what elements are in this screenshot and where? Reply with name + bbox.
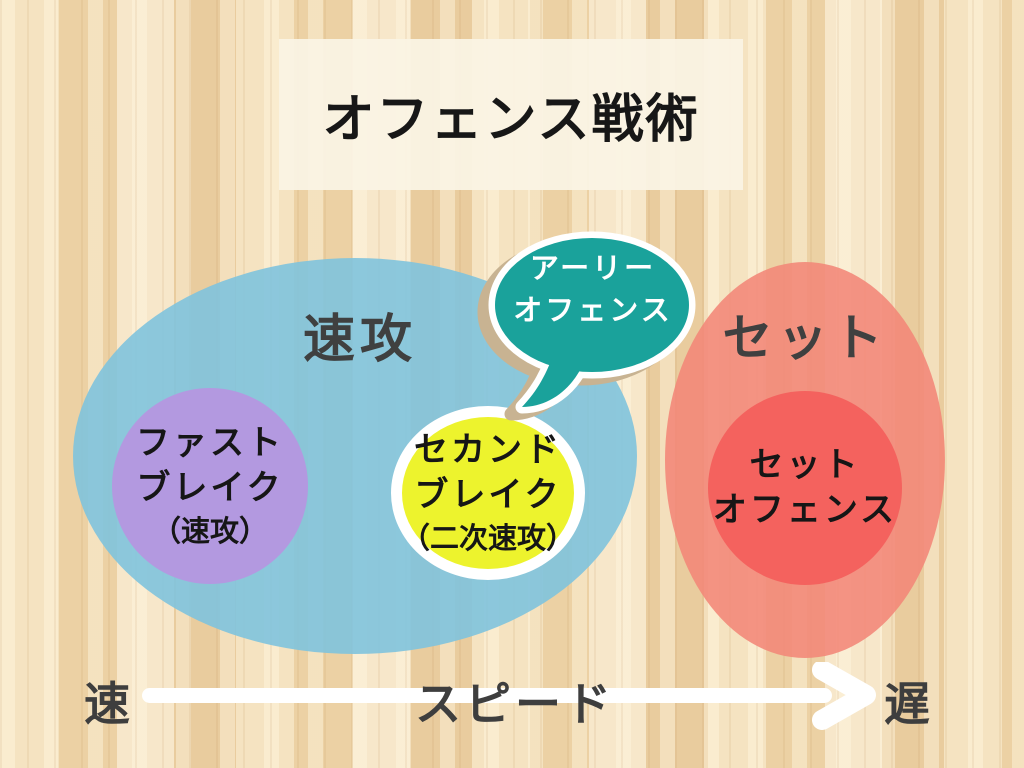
axis-speed-label: スピード bbox=[415, 677, 615, 731]
early-offense-line1: アーリー bbox=[529, 251, 657, 285]
fast-break-line3: （速攻） bbox=[151, 514, 268, 548]
second-break-circle: セカンド ブレイク （二次速攻） bbox=[391, 406, 585, 580]
title-banner: オフェンス戦術 bbox=[279, 39, 743, 190]
fast-break-line1: ファスト bbox=[136, 423, 284, 463]
second-break-line1: セカンド bbox=[414, 430, 562, 470]
axis-slow-label: 遅 bbox=[884, 677, 930, 731]
fast-break-circle: ファスト ブレイク （速攻） bbox=[112, 388, 308, 584]
arrow-right-icon bbox=[812, 662, 876, 730]
fast-break-line2: ブレイク bbox=[136, 468, 284, 508]
axis-fast-label: 速 bbox=[84, 677, 130, 731]
speed-axis-line bbox=[142, 688, 832, 703]
fast-attack-group-label: 速攻 bbox=[302, 310, 417, 370]
set-offense-line1: セット bbox=[749, 445, 861, 485]
set-offense-line2: オフェンス bbox=[712, 490, 898, 530]
page-title: オフェンス戦術 bbox=[322, 90, 700, 150]
early-offense-line2: オフェンス bbox=[513, 293, 673, 327]
early-offense-label: アーリー オフェンス bbox=[495, 247, 691, 331]
early-offense-bubble bbox=[477, 231, 696, 421]
second-break-line3: （二次速攻） bbox=[401, 521, 576, 555]
set-group-label: セット bbox=[722, 309, 888, 367]
second-break-line2: ブレイク bbox=[414, 475, 562, 515]
set-offense-circle: セット オフェンス bbox=[708, 391, 902, 585]
